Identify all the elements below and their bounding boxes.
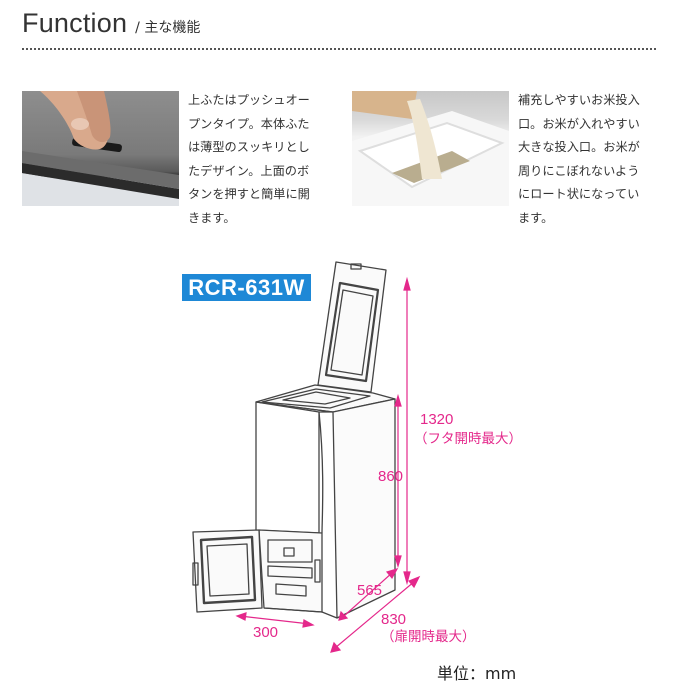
dimension-width: 300: [253, 624, 279, 641]
hand-pressing-button-icon: [22, 91, 179, 206]
rice-pouring-photo: [352, 91, 509, 206]
unit-label: 単位：mm: [437, 664, 517, 683]
dimension-depth-open-note: （扉開時最大）: [381, 629, 476, 644]
push-open-lid-photo: [22, 91, 179, 206]
section-heading: Function / 主な機能: [22, 8, 200, 44]
dimension-height: 860: [378, 468, 404, 485]
feature-description-push-open: 上ふたはプッシュオー プンタイプ。本体ふた は薄型のスッキリとし たデザイン。上…: [188, 93, 310, 225]
dimension-height-open: 1320: [420, 411, 454, 428]
dimension-depth: 565: [357, 582, 383, 599]
section-subtitle: / 主な機能: [135, 20, 201, 36]
feature-description-rice-inlet: 補充しやすいお米投入 口。お米が入れやすい 大きな投入口。お米が 周りにこぼれな…: [518, 93, 640, 225]
dimension-height-open-note: （フタ開時最大）: [414, 431, 522, 446]
product-line-drawing: [192, 261, 421, 653]
rice-inlet-icon: [352, 91, 509, 206]
model-badge: RCR-631W: [182, 274, 311, 301]
dimension-depth-open: 830: [381, 611, 407, 628]
section-title: Function: [22, 8, 128, 38]
dotted-divider: [22, 48, 656, 50]
